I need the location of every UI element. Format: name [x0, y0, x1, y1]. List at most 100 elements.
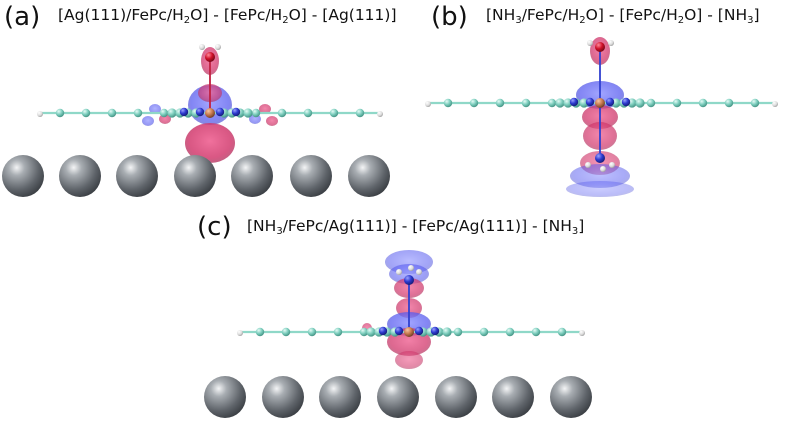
carbon-atom — [107, 108, 117, 118]
carbon-atom — [443, 98, 453, 108]
hydrogen-atom — [37, 111, 43, 117]
silver-atom — [435, 376, 477, 418]
density-loss-lobe — [149, 104, 161, 114]
carbon-atom — [724, 98, 734, 108]
panel-a — [2, 44, 390, 197]
nitrogen-atom — [595, 153, 605, 163]
density-gain-lobe — [185, 123, 235, 163]
density-gain-lobe — [259, 104, 271, 114]
carbon-atom — [469, 98, 479, 108]
carbon-atom — [333, 327, 343, 337]
hydrogen-atom — [408, 265, 414, 271]
nitrogen-atom — [378, 326, 388, 336]
nitrogen-atom — [605, 97, 615, 107]
silver-atom — [174, 155, 216, 197]
carbon-atom — [672, 98, 682, 108]
hydrogen-atom — [215, 44, 221, 50]
carbon-atom — [366, 327, 376, 337]
carbon-atom — [281, 327, 291, 337]
hydrogen-atom — [237, 330, 243, 336]
nitrogen-atom — [414, 326, 424, 336]
carbon-atom — [750, 98, 760, 108]
carbon-atom — [243, 108, 253, 118]
carbon-atom — [531, 327, 541, 337]
silver-atom — [492, 376, 534, 418]
nitrogen-atom — [404, 275, 414, 285]
nitrogen-atom — [231, 107, 241, 117]
silver-atom — [59, 155, 101, 197]
carbon-atom — [698, 98, 708, 108]
hydrogen-atom — [772, 101, 778, 107]
carbon-atom — [255, 327, 265, 337]
carbon-atom — [479, 327, 489, 337]
panel-title-a: [Ag(111)/FePc/H2O] - [FePc/H2O] - [Ag(11… — [58, 6, 397, 26]
nitrogen-atom — [430, 326, 440, 336]
carbon-atom — [277, 108, 287, 118]
oxygen-atom — [595, 42, 605, 52]
silver-atom — [116, 155, 158, 197]
carbon-atom — [557, 327, 567, 337]
silver-atom — [262, 376, 304, 418]
panel-label-a: (a) — [4, 2, 41, 32]
hydrogen-atom — [608, 40, 614, 46]
carbon-atom — [359, 327, 369, 337]
silver-atom — [550, 376, 592, 418]
carbon-atom — [646, 98, 656, 108]
hydrogen-atom — [416, 269, 422, 275]
iron-atom — [205, 108, 215, 118]
panel-label-c: (c) — [197, 212, 232, 242]
hydrogen-atom — [199, 44, 205, 50]
carbon-atom — [442, 327, 452, 337]
hydrogen-atom — [396, 269, 402, 275]
silver-atom — [319, 376, 361, 418]
nitrogen-atom — [585, 97, 595, 107]
carbon-atom — [159, 108, 169, 118]
panel-label-b: (b) — [431, 2, 468, 32]
iron-atom — [404, 327, 414, 337]
carbon-atom — [307, 327, 317, 337]
panel-title-b: [NH3/FePc/H2O] - [FePc/H2O] - [NH3] — [486, 6, 760, 26]
silver-atom — [348, 155, 390, 197]
silver-atom — [204, 376, 246, 418]
nitrogen-atom — [569, 97, 579, 107]
panel-c — [204, 250, 592, 418]
carbon-atom — [303, 108, 313, 118]
carbon-atom — [521, 98, 531, 108]
density-loss-lobe — [142, 116, 154, 126]
carbon-atom — [355, 108, 365, 118]
density-gain-lobe — [395, 351, 423, 369]
silver-atom — [2, 155, 44, 197]
silver-atom — [231, 155, 273, 197]
panel-b — [425, 37, 778, 197]
nitrogen-atom — [621, 97, 631, 107]
panel-title-c: [NH3/FePc/Ag(111)] - [FePc/Ag(111)] - [N… — [247, 217, 585, 237]
nitrogen-atom — [195, 107, 205, 117]
carbon-atom — [635, 98, 645, 108]
iron-atom — [595, 98, 605, 108]
carbon-atom — [167, 108, 177, 118]
hydrogen-atom — [425, 101, 431, 107]
density-gain-lobe — [266, 116, 278, 126]
carbon-atom — [81, 108, 91, 118]
carbon-atom — [55, 108, 65, 118]
carbon-atom — [251, 108, 261, 118]
hydrogen-atom — [587, 40, 593, 46]
oxygen-atom — [205, 52, 215, 62]
silver-atom — [377, 376, 419, 418]
hydrogen-atom — [609, 162, 615, 168]
nitrogen-atom — [394, 326, 404, 336]
hydrogen-atom — [600, 166, 606, 172]
hydrogen-atom — [377, 111, 383, 117]
hydrogen-atom — [585, 162, 591, 168]
carbon-atom — [547, 98, 557, 108]
carbon-atom — [329, 108, 339, 118]
density-loss-lobe — [566, 181, 634, 197]
carbon-atom — [133, 108, 143, 118]
carbon-atom — [555, 98, 565, 108]
hydrogen-atom — [579, 330, 585, 336]
nitrogen-atom — [179, 107, 189, 117]
carbon-atom — [495, 98, 505, 108]
silver-atom — [290, 155, 332, 197]
carbon-atom — [453, 327, 463, 337]
